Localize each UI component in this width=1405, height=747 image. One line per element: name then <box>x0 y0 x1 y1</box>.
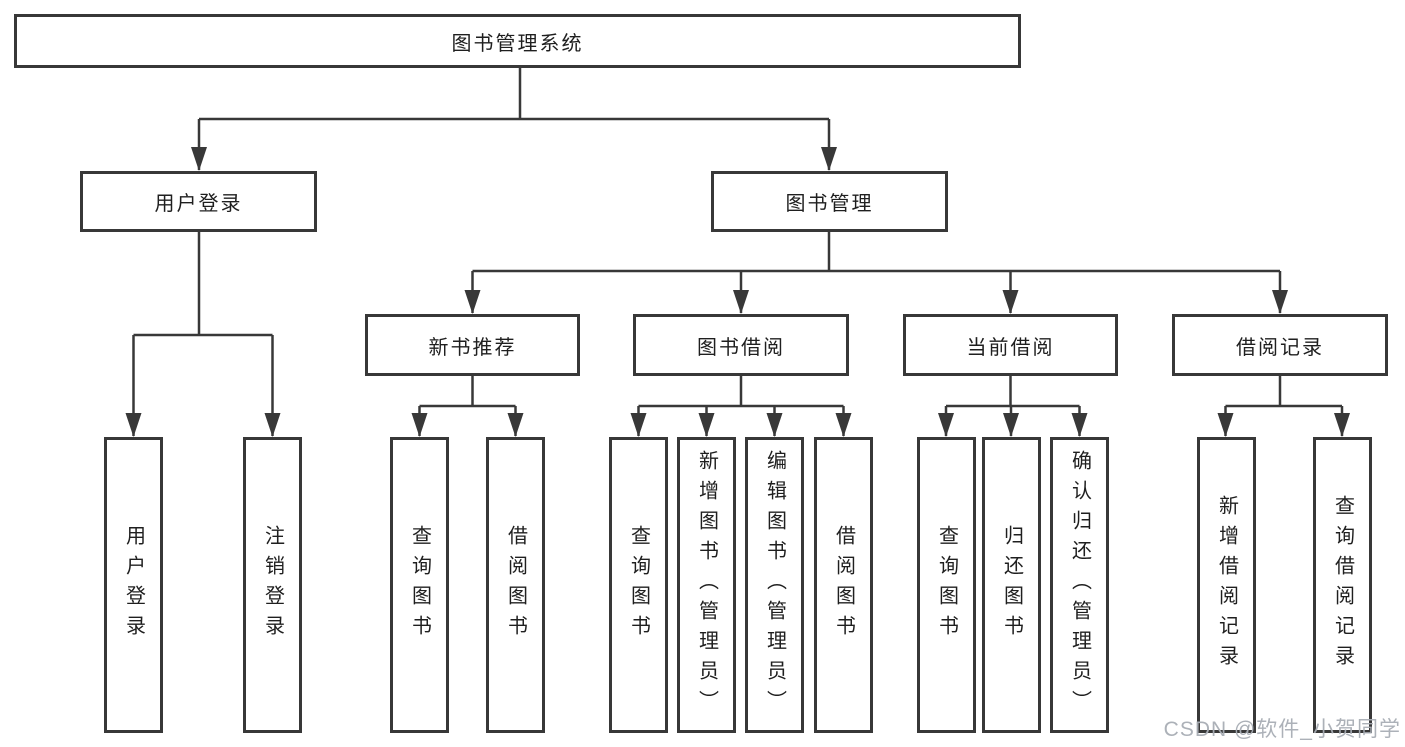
trunk-user-login-to-leaves <box>133 232 273 337</box>
leaf-query-books-3: 查询图书 <box>917 437 976 733</box>
leaf-logout: 注销登录 <box>243 437 302 733</box>
csdn-watermark: CSDN @软件_小贺同学 <box>1163 718 1401 741</box>
trunk-book-borrow-to-leaves <box>638 376 844 408</box>
leaf-borrow-books-1: 借阅图书 <box>486 437 545 733</box>
trunk-new-book-to-leaves <box>419 376 516 408</box>
leaf-query-books-2: 查询图书 <box>609 437 668 733</box>
trunk-book-mgmt-to-level3 <box>472 232 1280 273</box>
trunk-root-to-level2 <box>199 68 829 121</box>
trunk-current-borrow-to-leaves <box>946 376 1080 408</box>
node-new-book-recommend: 新书推荐 <box>365 314 580 376</box>
leaf-user-login: 用户登录 <box>104 437 163 733</box>
leaf-query-books-1: 查询图书 <box>390 437 449 733</box>
leaf-query-borrow-record: 查询借阅记录 <box>1313 437 1372 733</box>
node-current-borrow: 当前借阅 <box>903 314 1118 376</box>
leaf-return-books: 归还图书 <box>982 437 1041 733</box>
leaf-borrow-books-2: 借阅图书 <box>814 437 873 733</box>
node-borrow-records: 借阅记录 <box>1172 314 1388 376</box>
node-library-system: 图书管理系统 <box>14 14 1021 68</box>
node-book-borrow: 图书借阅 <box>633 314 849 376</box>
node-user-login: 用户登录 <box>80 171 317 232</box>
leaf-add-borrow-record: 新增借阅记录 <box>1197 437 1256 733</box>
node-book-management: 图书管理 <box>711 171 948 232</box>
leaf-edit-books-admin: 编辑图书（管理员） <box>745 437 804 733</box>
leaf-add-books-admin: 新增图书（管理员） <box>677 437 736 733</box>
leaf-confirm-return-admin: 确认归还（管理员） <box>1050 437 1109 733</box>
trunk-borrow-records-to-leaves <box>1225 376 1342 408</box>
